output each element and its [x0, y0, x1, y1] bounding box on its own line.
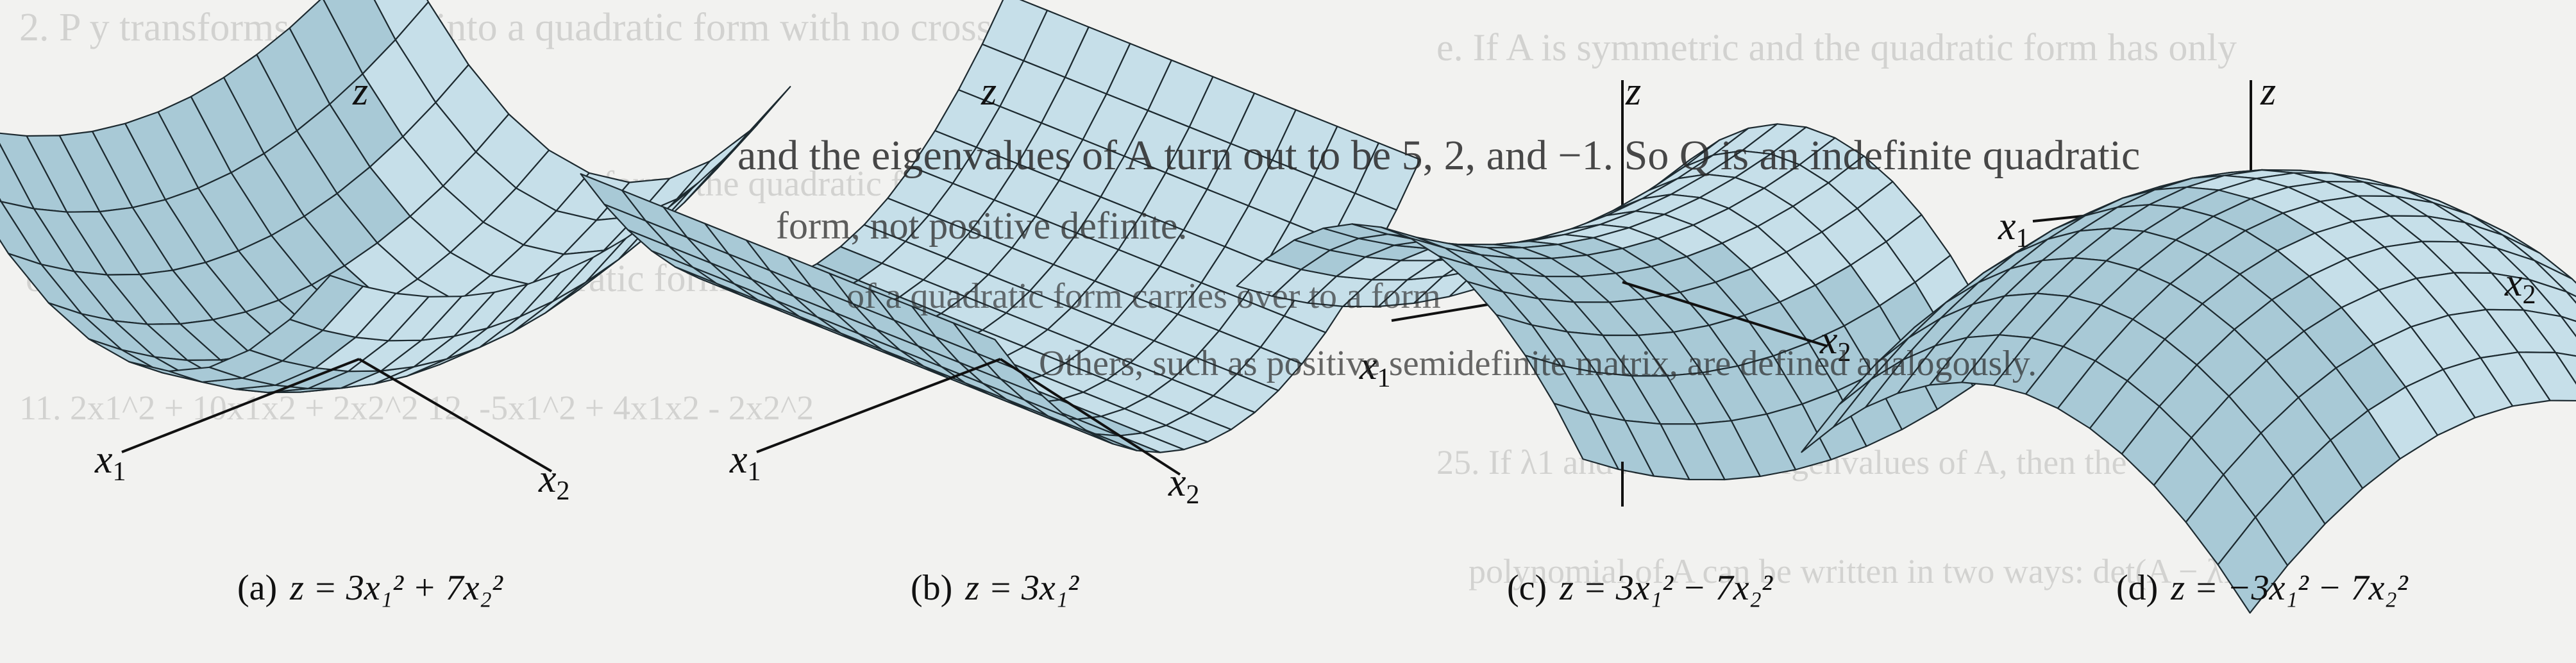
x2-axis-label-a: x2 [539, 457, 570, 506]
surface-plot-d [1801, 80, 2576, 614]
x2-axis-label-b: x2 [1168, 461, 1200, 510]
overlay-line-1: and the eigenvalues of A turn out to be … [737, 132, 2141, 179]
surface-patch [289, 274, 364, 332]
caption-b-equation: z = 3x₁² [965, 568, 1079, 608]
caption-d-label: (d) [2116, 568, 2159, 608]
overlay-line-2: form, not positive definite. [776, 205, 1188, 247]
axis-line-front-1 [999, 358, 1181, 476]
panel-c: z x1 x2 (c) z = 3x₁² − 7x₂² [1236, 0, 2009, 663]
caption-a-label: (a) [237, 568, 278, 608]
axis-line-front-1 [358, 358, 553, 473]
caption-b-label: (b) [911, 568, 953, 608]
axis-line-front-0 [121, 358, 360, 453]
panel-a: z x1 x2 (a) z = 3x₁² + 7x₂² [0, 0, 791, 663]
surface-plot-c [1236, 80, 2009, 507]
x2-axis-label-d: x2 [2505, 261, 2536, 310]
x1-axis-label-d: x1 [1998, 205, 2030, 253]
caption-b: (b) z = 3x₁² [911, 567, 1079, 608]
x1-axis-label-a: x1 [95, 438, 126, 487]
caption-d: (d) z = −3x₁² − 7x₂² [2116, 567, 2408, 608]
overlay-line-4: Others, such as positive semidefinite ma… [1039, 344, 2037, 383]
surface-patch [1553, 403, 1619, 471]
z-axis-label-a: z [353, 70, 369, 113]
surface-plot-a [0, 0, 791, 473]
overlay-line-3: of a quadratic form carries over to a fo… [846, 276, 1441, 316]
x1-axis-label-b: x1 [730, 438, 761, 487]
caption-d-equation: z = −3x₁² − 7x₂² [2171, 568, 2408, 608]
caption-a: (a) z = 3x₁² + 7x₂² [237, 567, 503, 608]
x2-axis-label-c: x2 [1820, 319, 1851, 367]
caption-c-label: (c) [1507, 568, 1547, 608]
z-axis-label-c: z [1626, 70, 1642, 113]
caption-a-equation: z = 3x₁² + 7x₂² [290, 568, 503, 608]
z-axis-label-d: z [2260, 70, 2277, 113]
caption-c: (c) z = 3x₁² − 7x₂² [1507, 567, 1772, 608]
surface-plot-b [580, 0, 1421, 476]
axis-line-front-0 [756, 358, 1001, 453]
axis-line-front-0 [1622, 281, 1828, 348]
x1-axis-label-c: x1 [1360, 344, 1391, 393]
panel-d: z x1 x2 (d) z = −3x₁² − 7x₂² [1801, 0, 2576, 663]
panel-b: z x1 x2 (b) z = 3x₁² [580, 0, 1421, 663]
surface-patch [2217, 516, 2289, 614]
surface-patch [952, 322, 1020, 371]
z-axis-label-b: z [981, 70, 997, 113]
caption-c-equation: z = 3x₁² − 7x₂² [1560, 568, 1772, 608]
